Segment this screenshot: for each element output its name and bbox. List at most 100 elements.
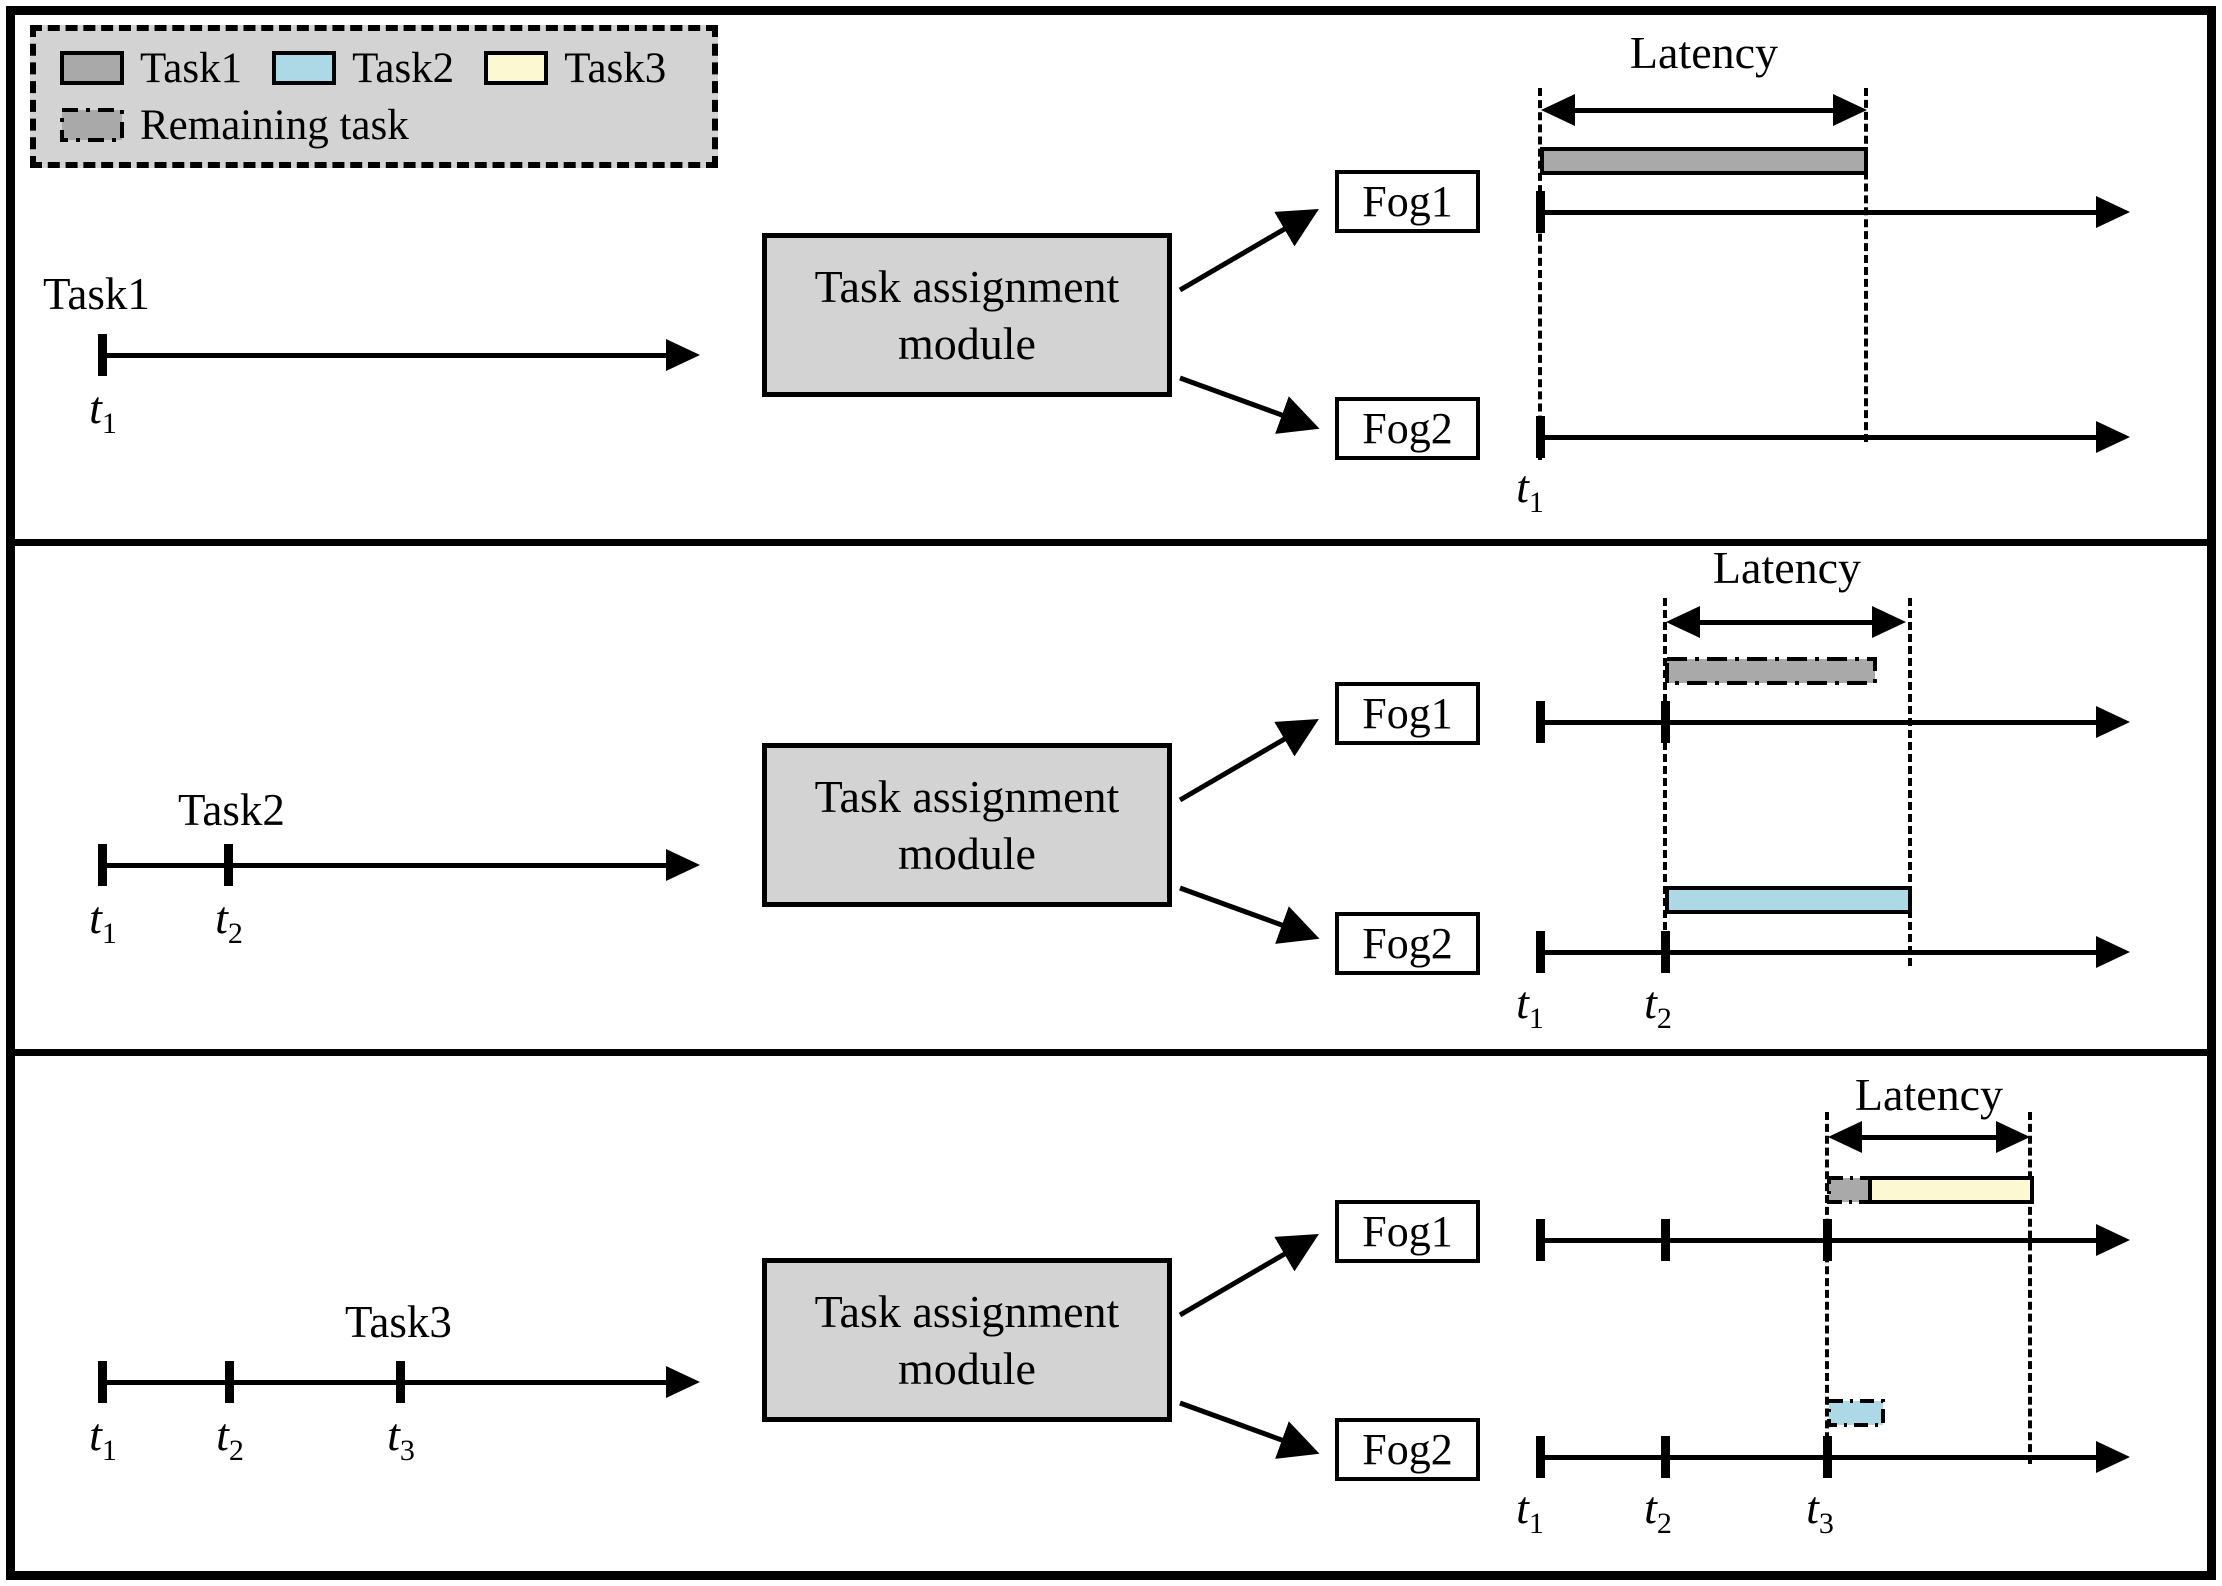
tick-mark (1823, 1219, 1832, 1261)
arrowhead (2096, 706, 2130, 738)
legend-label: Task1 (140, 44, 243, 92)
dashed-guideline-start (1825, 1112, 1829, 1464)
legend-item-task3: Task3 (484, 44, 666, 93)
dashed-guideline-end (1908, 598, 1912, 966)
arrowhead (2096, 936, 2130, 968)
arrowhead (1872, 606, 1906, 638)
latency-label: Latency (1712, 542, 1862, 593)
panel-divider-1 (6, 539, 2216, 546)
source-task-label: Task1 (43, 269, 150, 319)
tick-mark (224, 844, 233, 886)
task3-swatch-icon (484, 51, 549, 85)
legend: Task1 Task2 Task3 Remaining task (30, 25, 718, 168)
arrowhead (1666, 606, 1700, 638)
arrowhead (2096, 196, 2130, 228)
fog2-timeline-line (1540, 950, 2096, 955)
module-label-line2: module (898, 1343, 1036, 1394)
arrowhead (2096, 1224, 2130, 1256)
tick-label: t2 (1644, 1482, 1672, 1541)
latency-arrow-line (1847, 1135, 2011, 1140)
tick-mark (1661, 701, 1670, 743)
arrowhead (1541, 94, 1575, 126)
module-label-line1: Task assignment (814, 260, 1120, 312)
fog1-timeline-line (1540, 210, 2096, 215)
arrowhead (666, 1366, 700, 1398)
fog1-box: Fog1 (1335, 682, 1480, 745)
task-bar-task1-fog1 (1540, 147, 1868, 175)
arrowhead (1828, 1121, 1862, 1153)
tick-label: t1 (89, 382, 117, 441)
dashed-guideline-end (1864, 88, 1868, 442)
tick-label: t1 (89, 1409, 117, 1468)
legend-label: Task3 (564, 44, 667, 92)
tick-label: t1 (1516, 977, 1544, 1036)
task-bar-task3-fog1 (1868, 1176, 2034, 1204)
arrowhead (2096, 1441, 2130, 1473)
tick-mark (1536, 701, 1545, 743)
fog1-timeline-line (1540, 720, 2096, 725)
tick-mark (1823, 1436, 1832, 1478)
latency-arrow-line (1685, 620, 1887, 625)
outer-frame (6, 6, 2216, 1580)
module-label-line2: module (898, 318, 1036, 369)
legend-item-task1: Task1 (60, 44, 242, 93)
task-bar-remaining-task1-fog1 (1827, 1176, 1872, 1204)
module-label-line1: Task assignment (814, 770, 1120, 822)
task-assignment-module-box: Task assignment module (762, 233, 1172, 397)
fog1-label: Fog1 (1362, 689, 1453, 738)
fog2-timeline-line (1540, 1455, 2096, 1460)
task-assignment-module-box: Task assignment module (762, 743, 1172, 907)
tick-label: t2 (216, 1409, 244, 1468)
fog2-label: Fog2 (1362, 1425, 1453, 1474)
arrowhead (2096, 421, 2130, 453)
module-label-line2: module (898, 828, 1036, 879)
fog2-label: Fog2 (1362, 404, 1453, 453)
tick-mark (98, 1361, 107, 1403)
source-timeline-line (102, 353, 668, 358)
tick-mark (1536, 1219, 1545, 1261)
tick-label: t3 (387, 1409, 415, 1468)
panel-divider-2 (6, 1049, 2216, 1056)
arrowhead (1996, 1121, 2030, 1153)
fog1-box: Fog1 (1335, 170, 1480, 233)
task-bar-remaining-task1-fog1 (1665, 657, 1877, 685)
tick-mark (1536, 191, 1545, 233)
task-bar-task2-fog2 (1665, 886, 1912, 914)
tick-mark (1536, 1436, 1545, 1478)
tick-mark (98, 334, 107, 376)
legend-row-2: Remaining task (60, 101, 712, 150)
fog2-label: Fog2 (1362, 919, 1453, 968)
legend-label: Remaining task (140, 101, 409, 149)
tick-mark (1536, 416, 1545, 458)
tick-label: t2 (1644, 977, 1672, 1036)
task1-swatch-icon (60, 51, 124, 85)
tick-mark (1536, 931, 1545, 973)
fog1-box: Fog1 (1335, 1200, 1480, 1263)
arrowhead (666, 849, 700, 881)
task2-swatch-icon (272, 51, 337, 85)
source-timeline-line (102, 1380, 668, 1385)
source-task-label: Task2 (178, 785, 285, 835)
latency-arrow-line (1560, 108, 1848, 113)
task-assignment-module-box: Task assignment module (762, 1258, 1172, 1422)
remaining-task-swatch-icon (60, 108, 124, 142)
legend-item-task2: Task2 (272, 44, 454, 93)
dashed-guideline-end (2028, 1112, 2032, 1464)
arrowhead (666, 339, 700, 371)
tick-mark (225, 1361, 234, 1403)
fog1-label: Fog1 (1362, 1207, 1453, 1256)
fog2-box: Fog2 (1335, 912, 1480, 975)
tick-label: t1 (1516, 1482, 1544, 1541)
fog1-timeline-line (1540, 1238, 2096, 1243)
tick-label: t1 (1516, 461, 1544, 520)
tick-mark (1661, 931, 1670, 973)
dashed-guideline-start (1538, 88, 1542, 460)
source-timeline-line (102, 863, 668, 868)
legend-item-remaining: Remaining task (60, 101, 409, 150)
fog2-timeline-line (1540, 435, 2096, 440)
tick-label: t1 (89, 892, 117, 951)
tick-mark (396, 1361, 405, 1403)
source-task-label: Task3 (345, 1297, 452, 1347)
task-bar-remaining-task2-fog2 (1827, 1399, 1885, 1427)
